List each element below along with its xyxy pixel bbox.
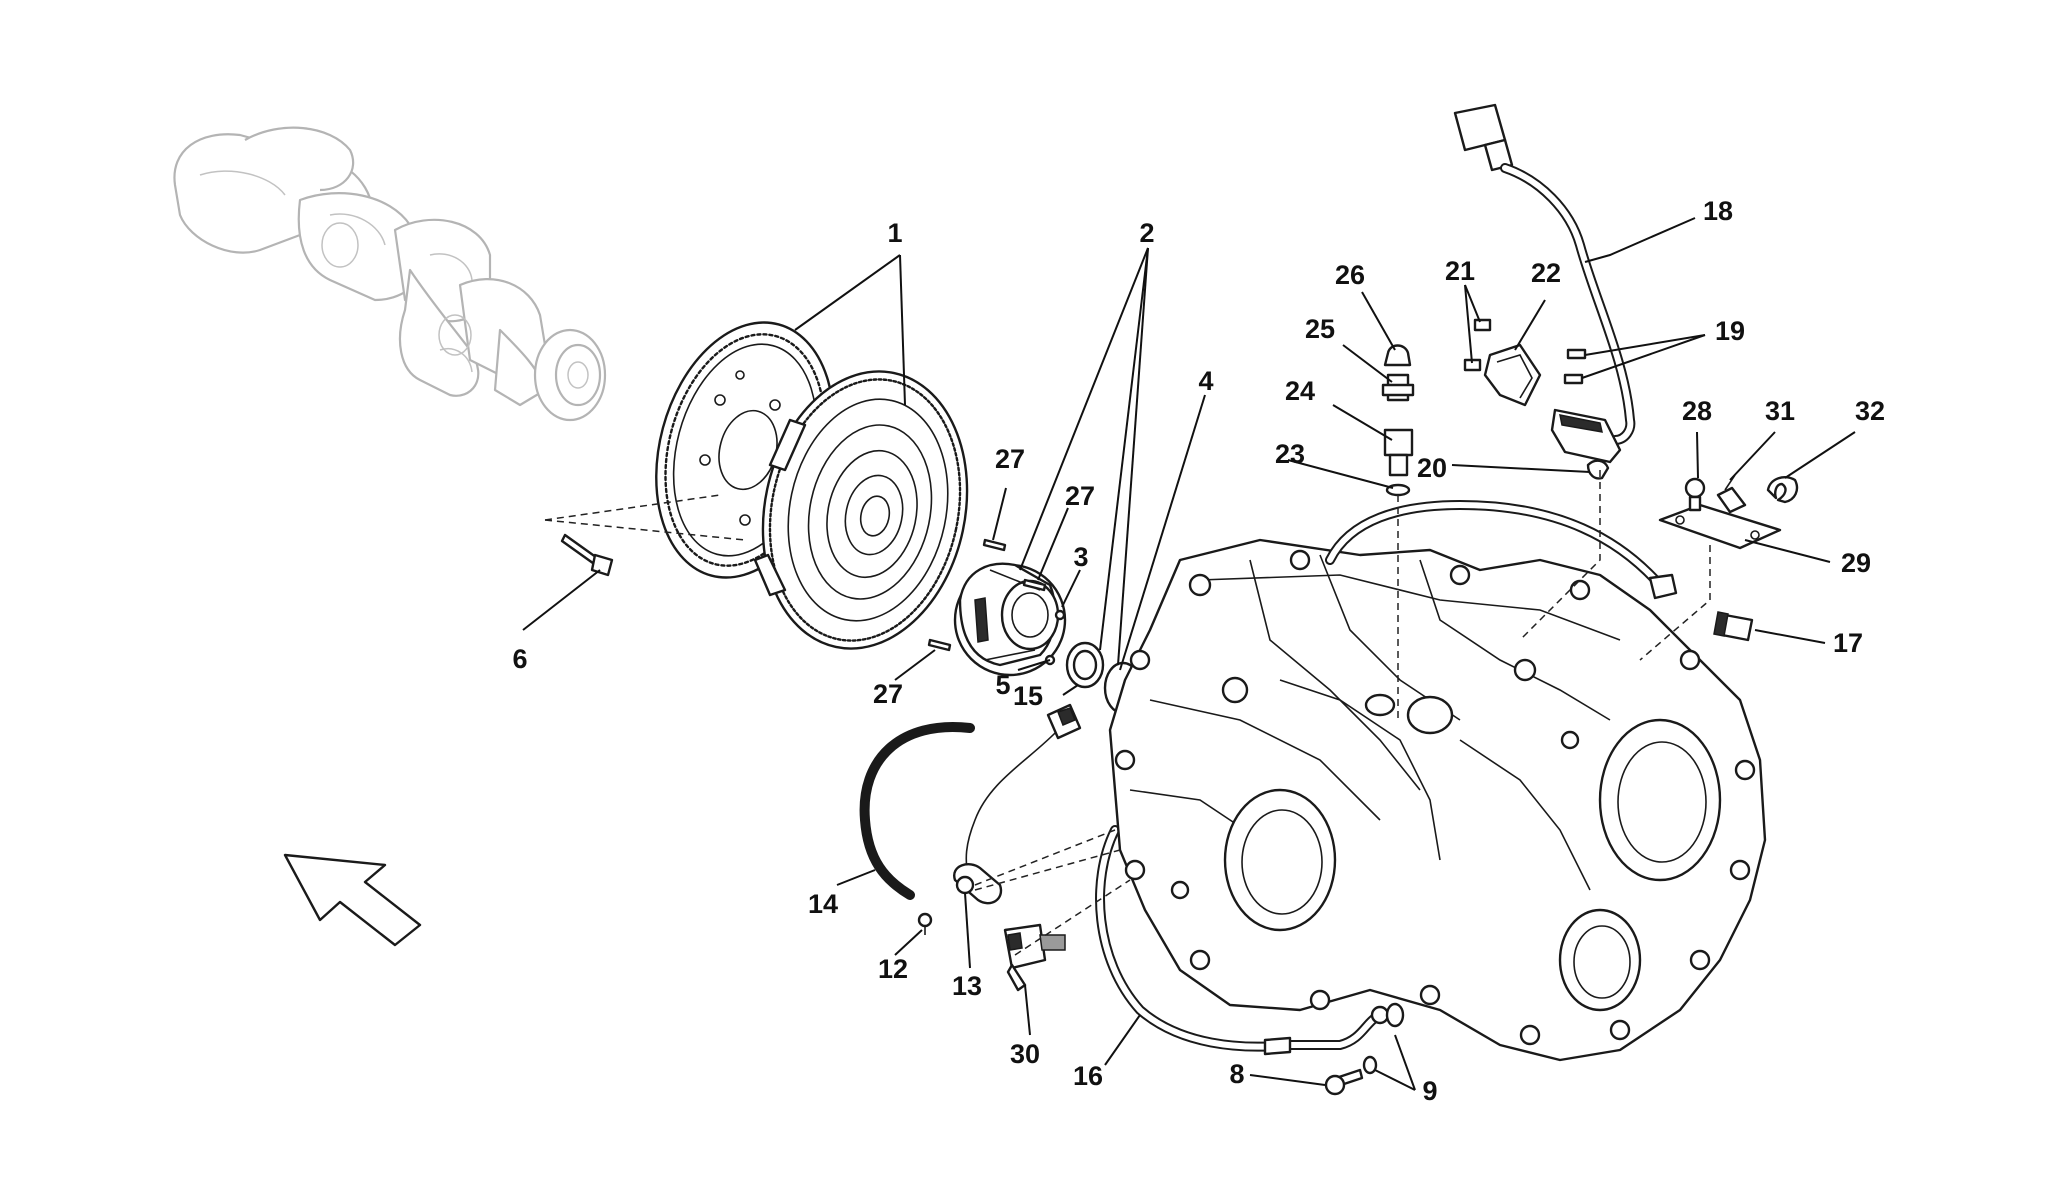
callout-27-bottom: 27 xyxy=(873,679,903,709)
alignment-lines xyxy=(544,470,1711,956)
callout-4: 4 xyxy=(1198,366,1213,396)
callout-3: 3 xyxy=(1073,542,1088,572)
callout-29: 29 xyxy=(1841,548,1871,578)
callout-26: 26 xyxy=(1335,260,1365,290)
gearbox-housing xyxy=(1108,538,1767,1062)
callout-27-top: 27 xyxy=(995,444,1025,474)
callout-13: 13 xyxy=(952,971,982,1001)
callout-14: 14 xyxy=(808,889,838,919)
crankshaft-reference xyxy=(173,126,607,422)
sensor-30 xyxy=(1003,923,1066,992)
switch-stack xyxy=(1381,344,1415,497)
callout-9: 9 xyxy=(1422,1076,1437,1106)
clutch-pressure-plate xyxy=(753,370,969,650)
callout-28: 28 xyxy=(1682,396,1712,426)
bolt-8 xyxy=(1324,1068,1364,1096)
wiring-harness xyxy=(1453,103,1636,480)
callout-23: 23 xyxy=(1275,439,1305,469)
callout-12: 12 xyxy=(878,954,908,984)
callout-15: 15 xyxy=(1013,681,1043,711)
cable-16 xyxy=(1095,825,1390,1056)
hose-14 xyxy=(859,722,975,900)
callout-32: 32 xyxy=(1855,396,1885,426)
bracket-29 xyxy=(1658,503,1782,550)
seal-ring-15 xyxy=(1065,641,1105,689)
callout-8: 8 xyxy=(1229,1059,1244,1089)
callout-25: 25 xyxy=(1305,314,1335,344)
screw-12 xyxy=(917,912,933,935)
release-bearing xyxy=(953,562,1067,677)
screw-28 xyxy=(1684,477,1706,512)
callout-22: 22 xyxy=(1531,258,1561,288)
sensor-13 xyxy=(953,703,1082,905)
callout-5: 5 xyxy=(995,670,1010,700)
washer-9 xyxy=(1362,1002,1405,1075)
callout-6: 6 xyxy=(512,644,527,674)
callout-27-mid: 27 xyxy=(1065,481,1095,511)
callout-2: 2 xyxy=(1139,218,1154,248)
hydraulic-line xyxy=(1325,499,1678,600)
callout-18: 18 xyxy=(1703,196,1733,226)
callout-17: 17 xyxy=(1833,628,1863,658)
callout-16: 16 xyxy=(1073,1061,1103,1091)
arrow-up-left-icon xyxy=(283,853,422,947)
sensor-17 xyxy=(1713,611,1754,642)
clip-31 xyxy=(1716,474,1747,514)
callout-labels: 1 2 3 4 5 6 8 9 12 13 14 15 16 17 18 19 … xyxy=(512,196,1885,1106)
callout-20: 20 xyxy=(1417,453,1447,483)
callout-19: 19 xyxy=(1715,316,1745,346)
callout-24: 24 xyxy=(1285,376,1315,406)
bolts-27 xyxy=(927,538,1047,652)
bolt-6 xyxy=(560,533,614,577)
leader-lines xyxy=(522,217,1856,1091)
callout-30: 30 xyxy=(1010,1039,1040,1069)
callout-1: 1 xyxy=(887,218,902,248)
clip-32 xyxy=(1766,476,1799,504)
callout-21: 21 xyxy=(1445,256,1475,286)
callout-31: 31 xyxy=(1765,396,1795,426)
